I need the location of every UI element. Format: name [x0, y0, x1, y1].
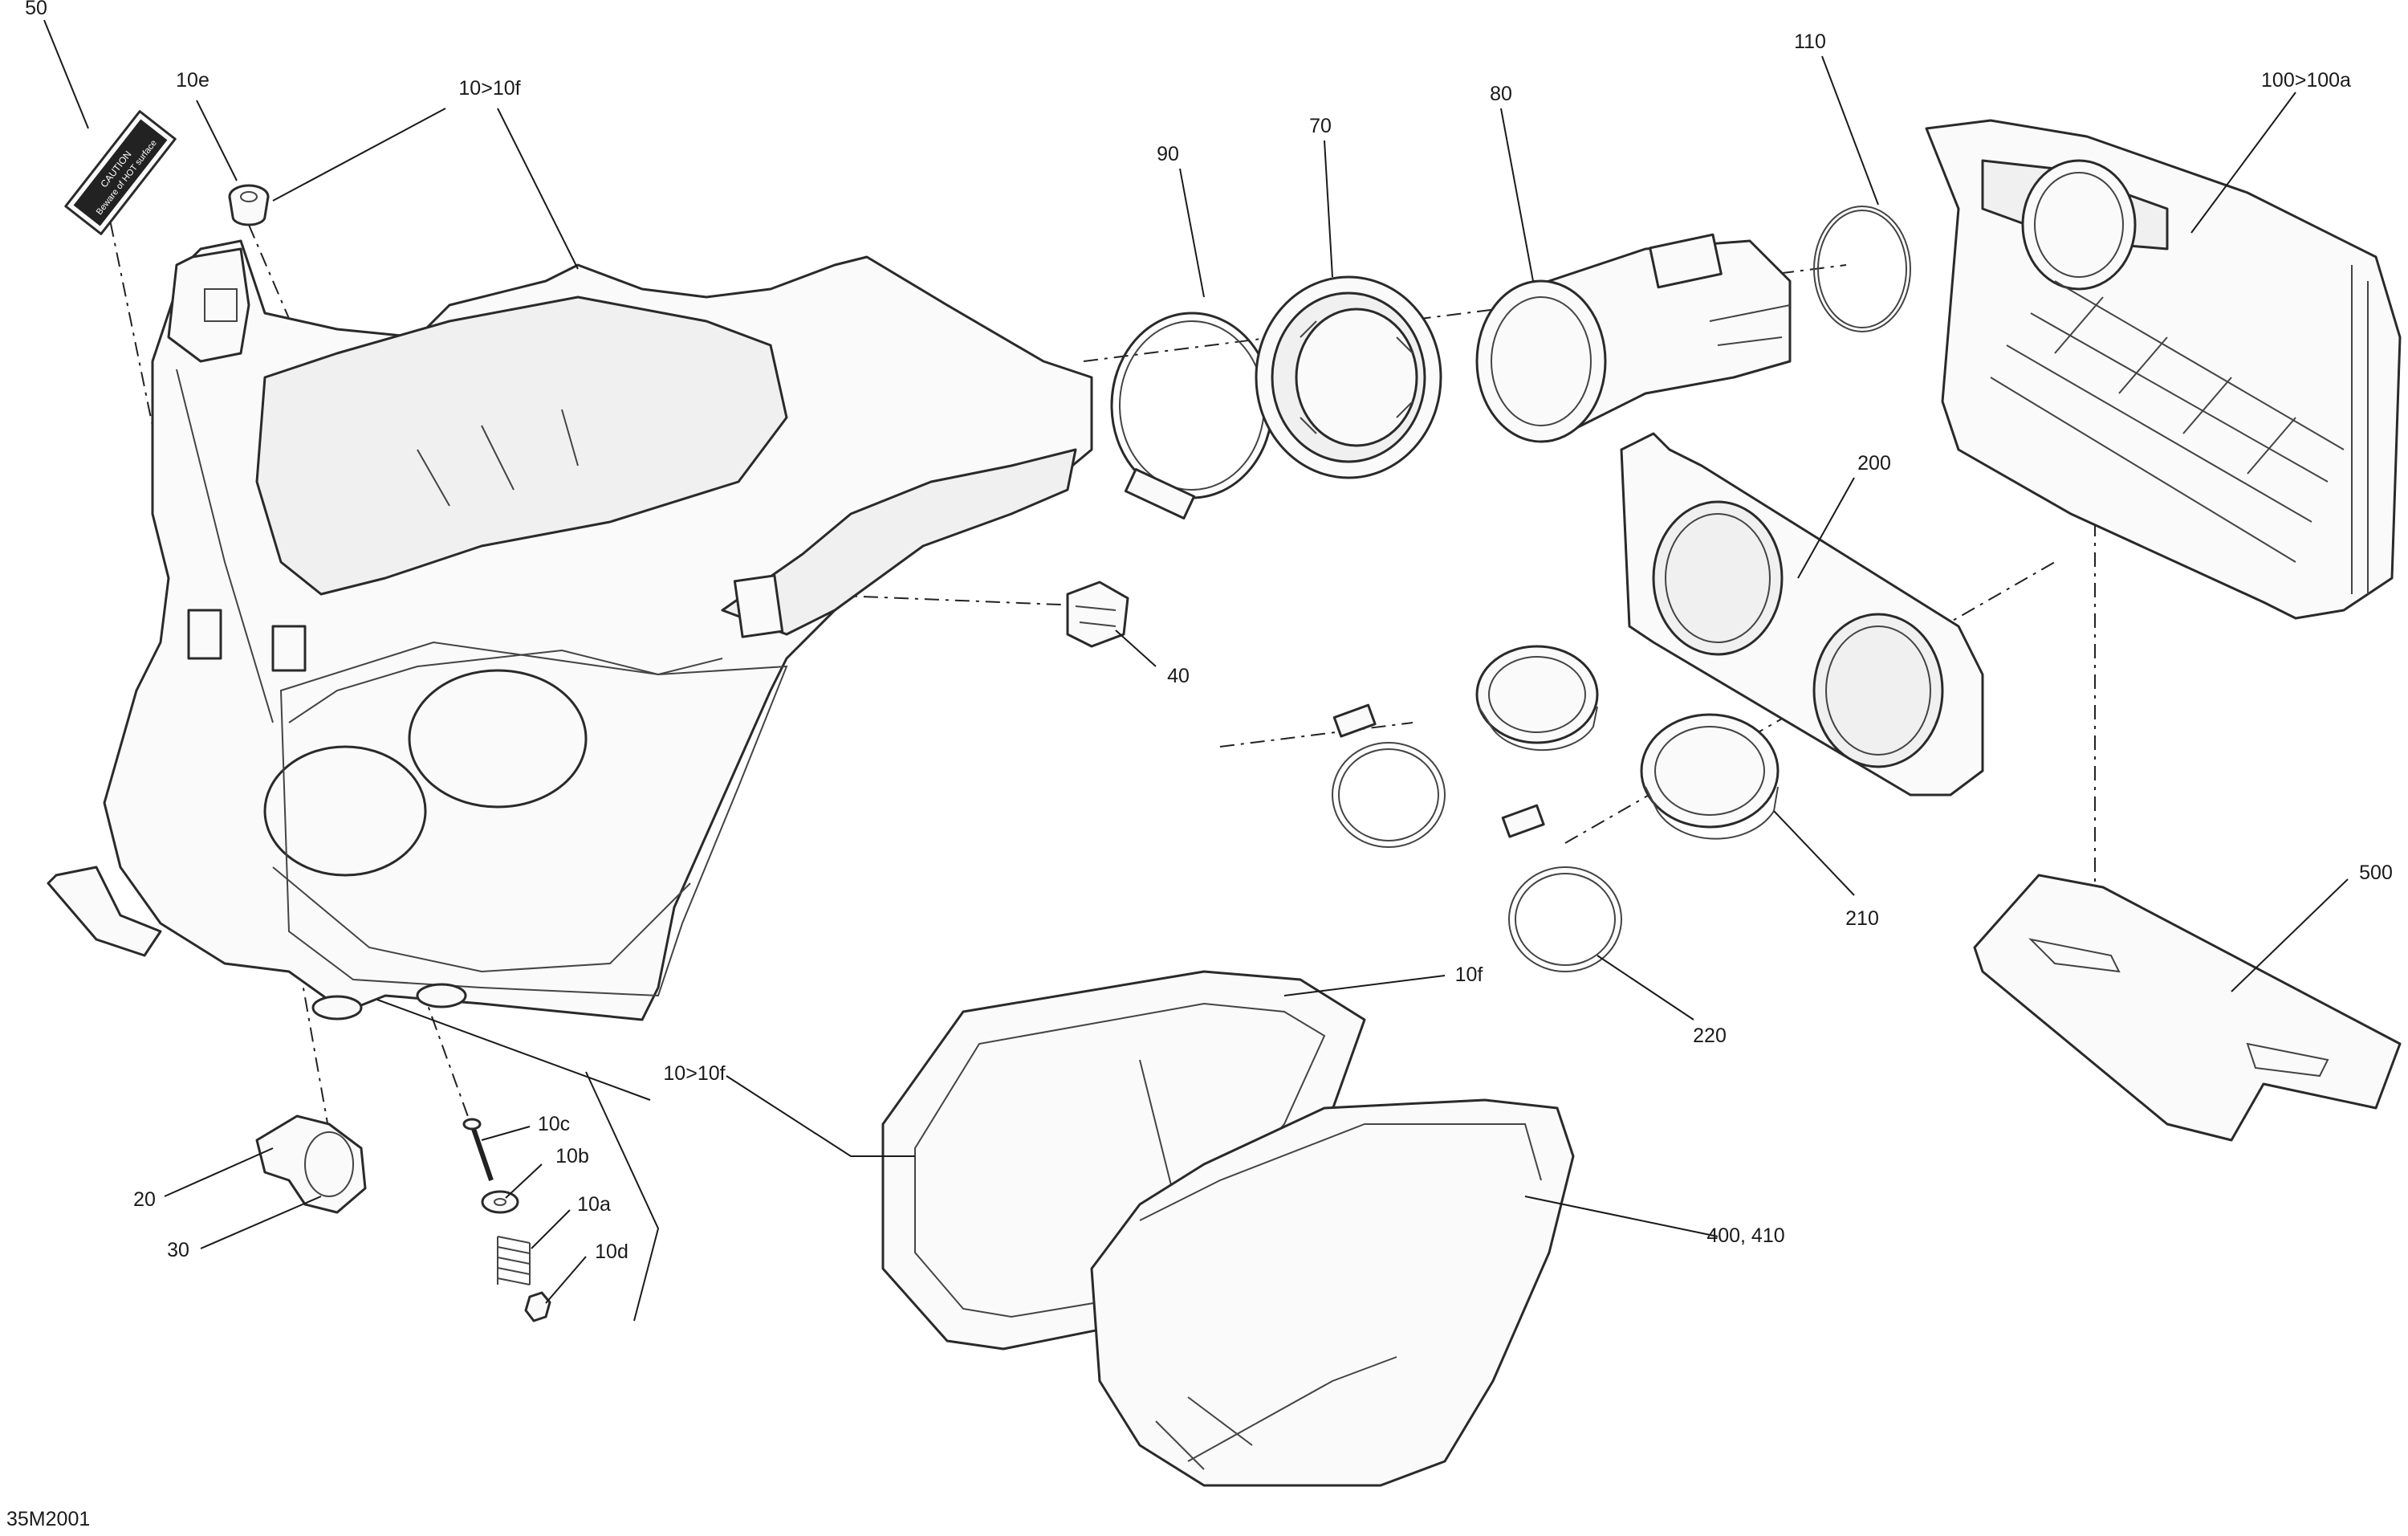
label-20: 20 — [133, 1188, 156, 1211]
label-30: 30 — [167, 1239, 189, 1261]
label-10-10f-bottom: 10>10f — [663, 1062, 725, 1085]
label-40: 40 — [1167, 665, 1190, 687]
clamp-part-20-30 — [255, 1114, 367, 1214]
label-110: 110 — [1794, 31, 1826, 53]
label-70: 70 — [1309, 115, 1332, 137]
clip-part-40 — [1066, 581, 1129, 648]
label-10b: 10b — [555, 1145, 589, 1167]
callout-labels: 50 10e 10>10f 90 70 80 110 100>100a 200 … — [6, 0, 2393, 1530]
spring-part-10a — [497, 1236, 531, 1285]
o-ring-part-110 — [1813, 206, 1911, 332]
label-100-100a: 100>100a — [2261, 69, 2351, 92]
sleeve-part-210-lower — [1640, 713, 1780, 840]
plate-part-500 — [1973, 874, 2402, 1142]
air-filter-part-400-410 — [1090, 1098, 1575, 1487]
label-80: 80 — [1490, 83, 1512, 105]
label-220: 220 — [1693, 1025, 1727, 1047]
label-10c: 10c — [538, 1113, 570, 1135]
label-10d: 10d — [595, 1241, 628, 1263]
label-10-10f-top: 10>10f — [458, 77, 520, 100]
grommet-part-10e — [228, 184, 270, 226]
label-10e: 10e — [176, 69, 209, 92]
leader-lines — [43, 19, 2349, 1322]
label-210: 210 — [1845, 907, 1879, 930]
label-200: 200 — [1857, 452, 1891, 475]
label-10a: 10a — [577, 1193, 611, 1216]
clamp-part-220-upper — [1332, 703, 1446, 848]
intake-tube-part-80 — [1475, 233, 1792, 443]
sleeve-part-210-upper — [1475, 645, 1599, 752]
label-400-410: 400, 410 — [1706, 1224, 1784, 1247]
coupler-part-70 — [1255, 275, 1442, 479]
washer-part-10b — [481, 1190, 519, 1214]
clamp-part-220-lower — [1501, 804, 1622, 972]
band-clamp-part-90 — [1110, 312, 1274, 519]
label-50: 50 — [25, 0, 47, 19]
drawing-code: 35M2001 — [6, 1508, 90, 1530]
screw-part-10c — [462, 1118, 494, 1181]
adapter-plate-part-200 — [1620, 432, 1984, 797]
label-10f: 10f — [1455, 964, 1483, 986]
airbox-housing-part-10 — [47, 239, 1093, 1021]
resonator-housing-part-100 — [1925, 119, 2402, 620]
label-500: 500 — [2359, 862, 2393, 884]
decal-part-50: CAUTION Beware of HOT surface — [64, 110, 177, 235]
nut-part-10d — [524, 1291, 551, 1322]
label-90: 90 — [1157, 143, 1179, 165]
